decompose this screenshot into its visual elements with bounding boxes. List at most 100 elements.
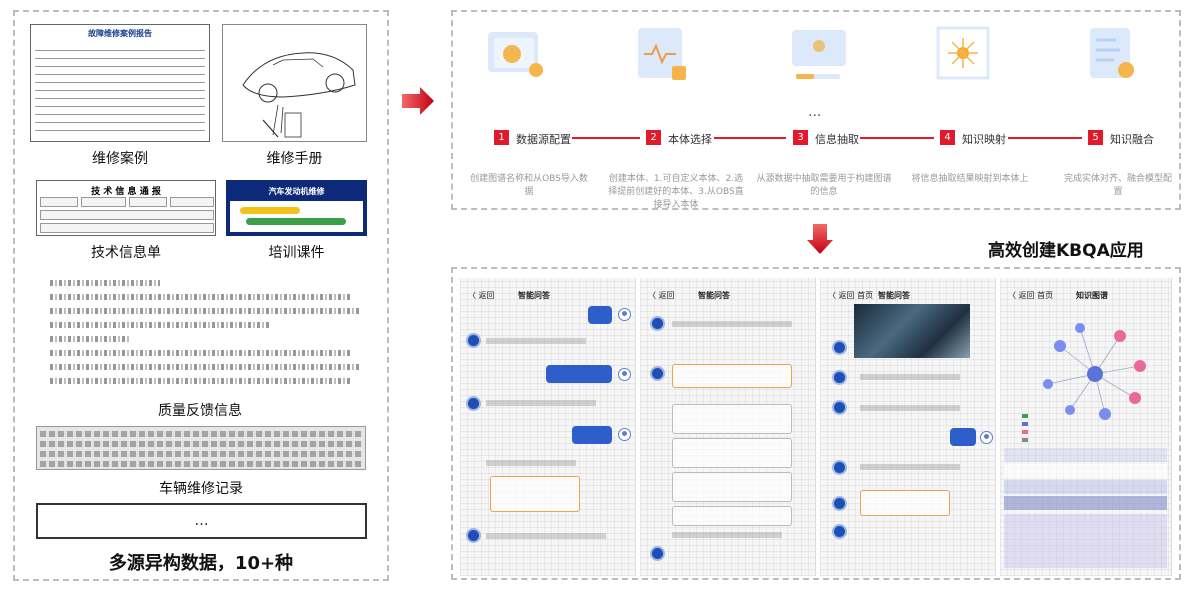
answer-card bbox=[672, 506, 792, 526]
step-number-1: 1 bbox=[494, 130, 509, 145]
back-link[interactable]: 〈 返回 首页 bbox=[828, 291, 874, 300]
kg-result-row[interactable] bbox=[1004, 448, 1167, 462]
step-number-4: 4 bbox=[940, 130, 955, 145]
ontology-icon bbox=[638, 28, 686, 80]
mapping-icon bbox=[936, 26, 990, 80]
bot-avatar bbox=[832, 340, 847, 355]
source-caption-tech-bulletin: 技术信息单 bbox=[91, 245, 161, 261]
repair-case-thumbnail: 故障维修案例报告 bbox=[30, 24, 210, 142]
step-label-5: 知识融合 bbox=[1110, 133, 1154, 146]
bulletin-cell bbox=[40, 197, 78, 207]
bot-message bbox=[672, 321, 792, 327]
answer-card bbox=[672, 404, 792, 434]
step-desc-5: 完成实体对齐、融合模型配置 bbox=[1063, 174, 1172, 197]
back-link[interactable]: 〈 返回 bbox=[648, 291, 675, 300]
bot-message bbox=[486, 533, 606, 539]
bot-avatar bbox=[832, 400, 847, 415]
step-label-2: 本体选择 bbox=[668, 133, 712, 146]
bot-avatar bbox=[466, 396, 481, 411]
car-diagram-icon bbox=[242, 52, 356, 138]
bot-avatar bbox=[832, 460, 847, 475]
kg-result-row[interactable] bbox=[1004, 464, 1167, 478]
repair-manual-thumbnail bbox=[222, 24, 367, 142]
quality-feedback-thumbnail bbox=[34, 274, 366, 394]
back-link[interactable]: 〈 返回 首页 bbox=[1008, 291, 1054, 300]
screen-title: 智能问答 bbox=[878, 291, 910, 300]
training-slide-body bbox=[230, 201, 363, 232]
screen-title: 智能问答 bbox=[518, 291, 550, 300]
user-message bbox=[588, 306, 612, 324]
more-sources-box: ... bbox=[36, 503, 367, 539]
step-connector bbox=[714, 137, 786, 139]
bot-message bbox=[860, 464, 960, 470]
step-connector bbox=[1008, 137, 1082, 139]
bot-message bbox=[672, 532, 782, 538]
fusion-icon bbox=[1090, 28, 1134, 78]
user-avatar bbox=[618, 368, 631, 381]
step-connector bbox=[860, 137, 934, 139]
vehicle-records-thumbnail bbox=[36, 426, 366, 470]
engine-photo bbox=[854, 304, 970, 358]
table-row bbox=[40, 451, 362, 457]
table-row bbox=[40, 431, 362, 437]
user-message bbox=[546, 365, 612, 383]
step-number-3: 3 bbox=[793, 130, 808, 145]
user-avatar bbox=[618, 428, 631, 441]
screen-title: 智能问答 bbox=[698, 291, 730, 300]
screen-title: 知识图谱 bbox=[1076, 291, 1108, 300]
kg-result-row[interactable] bbox=[1004, 514, 1167, 568]
chat-screen-2: 〈 返回 智能问答 bbox=[640, 278, 816, 576]
text-line bbox=[50, 350, 350, 356]
kg-pipeline-panel bbox=[451, 10, 1181, 210]
bot-avatar bbox=[650, 366, 665, 381]
bot-message bbox=[486, 400, 596, 406]
bot-message bbox=[860, 405, 960, 411]
bot-message bbox=[860, 374, 960, 380]
tech-bulletin-thumbnail: 技 术 信 息 通 报 bbox=[36, 180, 216, 236]
data-sources-panel bbox=[13, 10, 389, 581]
answer-card bbox=[672, 438, 792, 468]
text-line bbox=[50, 378, 350, 384]
text-line bbox=[50, 308, 360, 314]
training-title: 汽车发动机维修 bbox=[268, 187, 325, 196]
text-line bbox=[50, 364, 360, 370]
bulletin-cell bbox=[40, 210, 214, 220]
bot-avatar bbox=[832, 496, 847, 511]
step-label-3: 信息抽取 bbox=[815, 133, 859, 146]
bot-avatar bbox=[466, 528, 481, 543]
kg-result-row[interactable] bbox=[1004, 496, 1167, 510]
kg-result-row[interactable] bbox=[1004, 480, 1167, 494]
report-table bbox=[35, 43, 205, 131]
source-caption-repair-case: 维修案例 bbox=[92, 151, 148, 167]
step-desc-2: 创建本体、1.可自定义本体、2.选择提前创建好的本体、3.从OBS直接导入本体 bbox=[608, 174, 744, 210]
bot-avatar bbox=[650, 546, 665, 561]
source-caption-quality-feedback: 质量反馈信息 bbox=[158, 403, 242, 419]
answer-card bbox=[672, 364, 792, 388]
slide-bar bbox=[246, 218, 346, 225]
answer-card bbox=[672, 472, 792, 502]
knowledge-graph-view bbox=[1022, 323, 1146, 442]
text-line bbox=[50, 294, 350, 300]
bulletin-cell bbox=[129, 197, 167, 207]
user-avatar bbox=[618, 308, 631, 321]
kbqa-title: 高效创建KBQA应用 bbox=[988, 241, 1144, 261]
text-line bbox=[50, 322, 270, 328]
bot-avatar bbox=[650, 316, 665, 331]
slide-bar bbox=[240, 207, 300, 214]
step-desc-3: 从源数据中抽取需要用于构建图谱的信息 bbox=[756, 174, 892, 197]
bulletin-cell bbox=[170, 197, 214, 207]
answer-card bbox=[490, 476, 580, 512]
data-source-icon bbox=[488, 32, 543, 77]
down-arrow-icon bbox=[807, 224, 833, 254]
bulletin-cell bbox=[81, 197, 126, 207]
user-avatar bbox=[980, 431, 993, 444]
step-number-2: 2 bbox=[646, 130, 661, 145]
step-label-4: 知识映射 bbox=[962, 133, 1006, 146]
bot-avatar bbox=[832, 524, 847, 539]
step-connector bbox=[572, 137, 640, 139]
answer-card bbox=[860, 490, 950, 516]
user-message bbox=[572, 426, 612, 444]
sources-summary: 多源异构数据，10+种 bbox=[108, 553, 294, 574]
source-caption-repair-manual: 维修手册 bbox=[266, 151, 323, 167]
back-link[interactable]: 〈 返回 bbox=[468, 291, 495, 300]
